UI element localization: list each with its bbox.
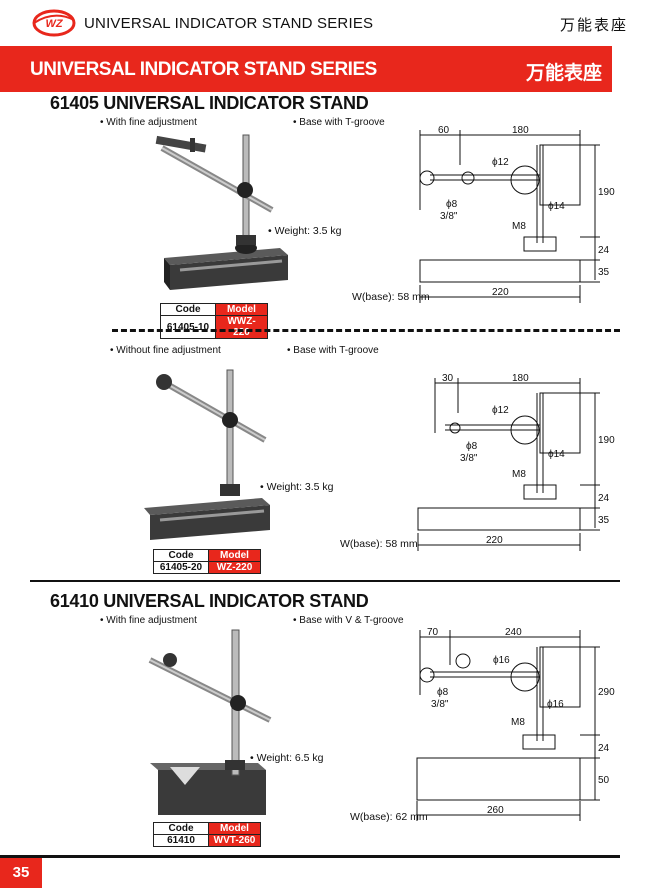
dim-h1: 190 (598, 435, 615, 446)
code-header: Code (153, 822, 209, 835)
model-header: Model (208, 822, 261, 835)
product-photo-61410 (148, 629, 272, 815)
dim-d2: ϕ8 (466, 441, 478, 452)
weight-label: Weight: 3.5 kg (260, 481, 334, 493)
dim-d1: ϕ12 (492, 405, 509, 416)
dim-h1: 190 (598, 187, 615, 198)
dim-a: 70 (427, 627, 439, 638)
dim-h2: 24 (598, 245, 610, 256)
dim-h3: 50 (598, 775, 610, 786)
base-width-label: W(base): 62 mm (350, 811, 428, 823)
dim-h2: 24 (598, 743, 610, 754)
dim-d3: 3/8" (440, 211, 458, 222)
dim-d2: ϕ8 (446, 199, 458, 210)
feature-base: Base with V & T-groove (293, 615, 403, 626)
page-header: WZ UNIVERSAL INDICATOR STAND SERIES 万能表座 (0, 0, 650, 46)
series-title-cn: 万能表座 (559, 16, 628, 34)
code-value: 61405-10 (160, 315, 216, 339)
feature-fine-adjustment: With fine adjustment (100, 615, 197, 626)
dim-h3: 35 (598, 515, 610, 526)
dim-w: 220 (492, 287, 509, 298)
product-photo-61405-10 (155, 134, 288, 290)
model-header: Model (208, 549, 261, 562)
series-title: UNIVERSAL INDICATOR STAND SERIES (84, 15, 374, 32)
weight-label: Weight: 6.5 kg (250, 752, 324, 764)
section-title-61405: 61405 UNIVERSAL INDICATOR STAND (50, 93, 369, 113)
dimension-drawing-61405-10: 60 180 ϕ12 ϕ8 3/8" ϕ14 M8 190 24 35 220 (419, 125, 615, 303)
feature-no-fine-adjustment: Without fine adjustment (110, 345, 221, 356)
dim-w: 220 (486, 535, 503, 546)
dim-a: 60 (438, 125, 450, 136)
variant-divider (112, 329, 620, 332)
dim-h1: 290 (598, 687, 615, 698)
banner-title: UNIVERSAL INDICATOR STAND SERIES (30, 59, 377, 80)
dim-d2: ϕ8 (437, 687, 449, 698)
dim-m: M8 (511, 717, 525, 728)
brand-logo: WZ (32, 9, 76, 37)
feature-fine-adjustment: With fine adjustment (100, 117, 197, 128)
code-value: 61405-20 (153, 561, 209, 574)
base-width-label: W(base): 58 mm (352, 291, 430, 303)
feature-base: Base with T-groove (293, 117, 384, 128)
dim-b: 180 (512, 125, 529, 136)
page-number: 35 (0, 858, 42, 888)
section-title-61410: 61410 UNIVERSAL INDICATOR STAND (50, 591, 369, 611)
dim-d3: 3/8" (460, 453, 478, 464)
dim-d4: ϕ14 (548, 201, 565, 212)
section-divider (30, 580, 620, 582)
footer-rule (0, 855, 620, 858)
dim-b: 180 (512, 373, 529, 384)
code-value: 61410 (153, 834, 209, 847)
dim-d1: ϕ12 (492, 157, 509, 168)
dim-d1: ϕ16 (493, 655, 510, 666)
model-value: WWZ-220 (215, 315, 268, 339)
dim-a: 30 (442, 373, 454, 384)
dimension-drawing-61410: 70 240 ϕ16 ϕ8 3/8" ϕ16 M8 290 24 50 260 (416, 627, 615, 821)
dim-m: M8 (512, 469, 526, 480)
dim-m: M8 (512, 221, 526, 232)
dim-d4: ϕ16 (547, 699, 564, 710)
dim-d3: 3/8" (431, 699, 449, 710)
model-value: WZ-220 (208, 561, 261, 574)
product-photo-61405-20 (144, 369, 270, 540)
code-header: Code (160, 303, 216, 316)
banner-title-cn: 万能表座 (525, 62, 602, 84)
model-header: Model (215, 303, 268, 316)
base-width-label: W(base): 58 mm (340, 538, 418, 550)
weight-label: Weight: 3.5 kg (268, 225, 342, 237)
logo-text: WZ (45, 18, 63, 30)
dimension-drawing-61405-20: 30 180 ϕ12 ϕ8 3/8" ϕ14 M8 190 24 35 220 (417, 373, 615, 551)
title-banner: UNIVERSAL INDICATOR STAND SERIES 万能表座 (0, 46, 612, 92)
dim-d4: ϕ14 (548, 449, 565, 460)
code-header: Code (153, 549, 209, 562)
feature-base: Base with T-groove (287, 345, 378, 356)
dim-w: 260 (487, 805, 504, 816)
model-value: WVT-260 (208, 834, 261, 847)
dim-h3: 35 (598, 267, 610, 278)
dim-h2: 24 (598, 493, 610, 504)
dim-b: 240 (505, 627, 522, 638)
